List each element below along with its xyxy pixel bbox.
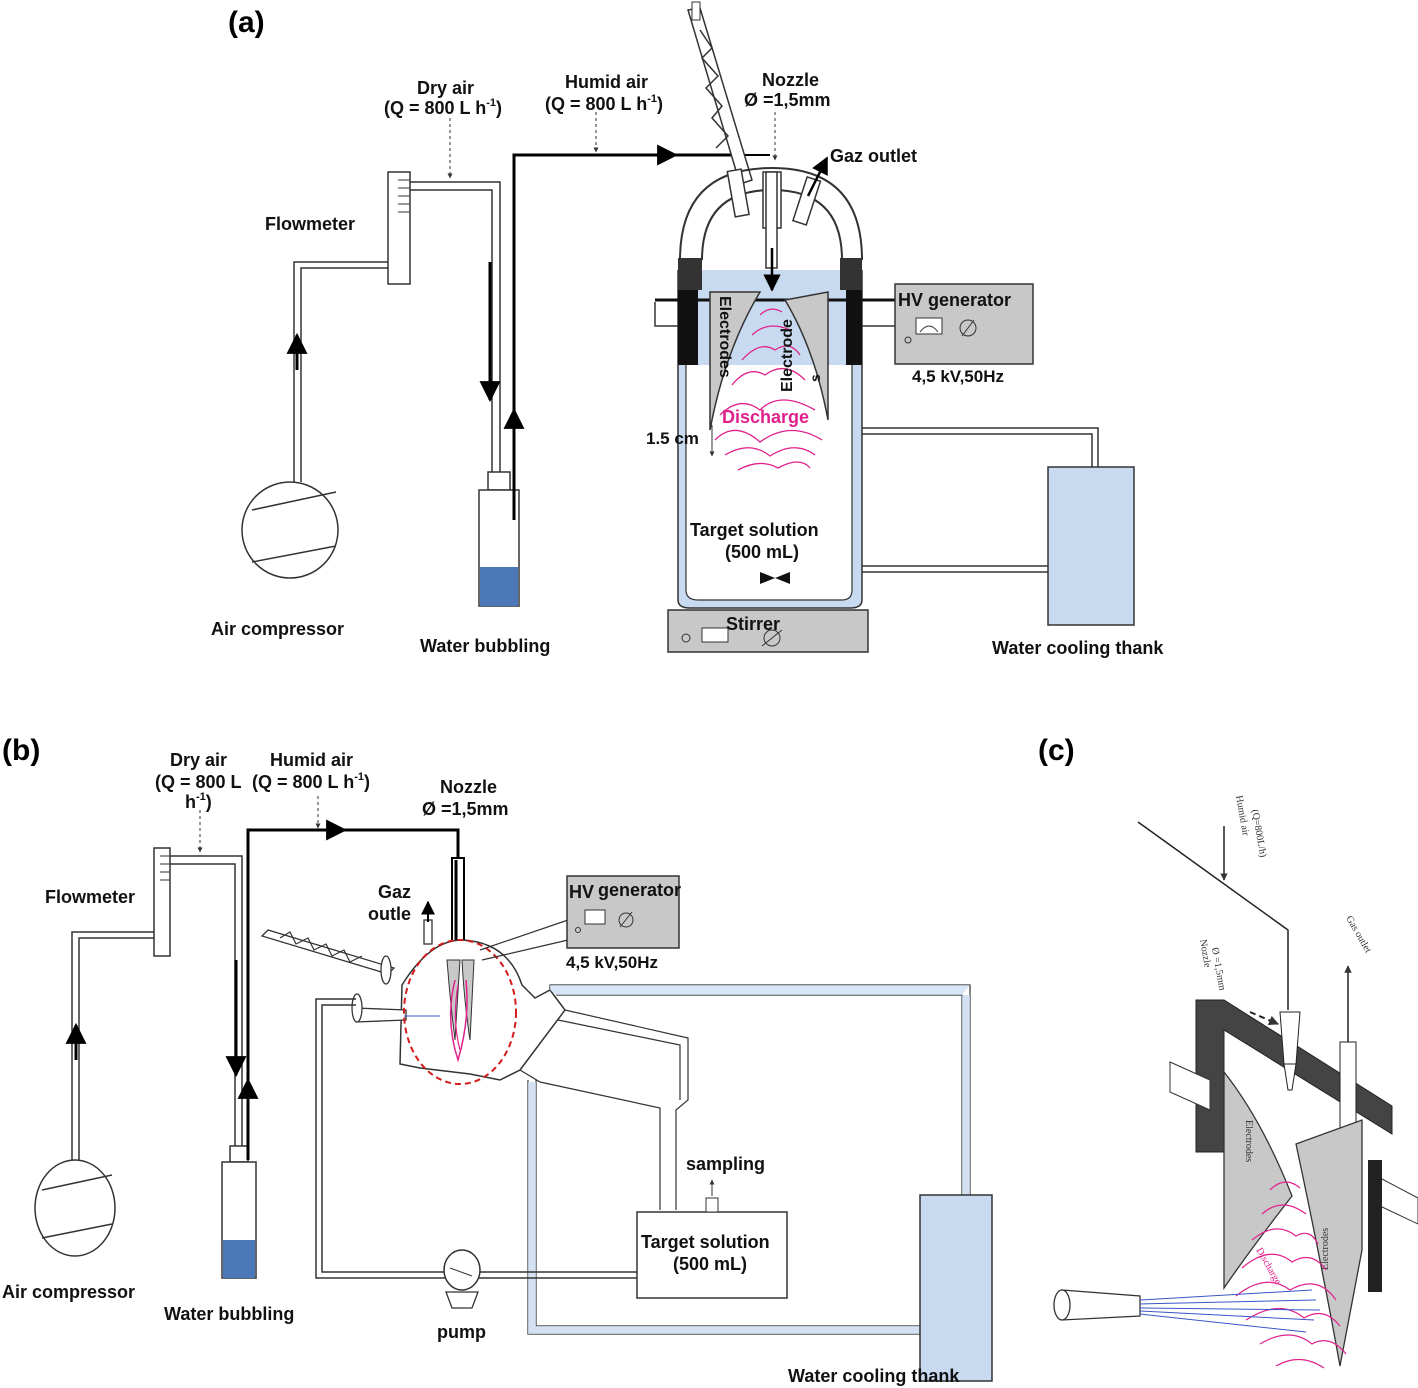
- hv-spec-label: 4,5 kV,50Hz: [912, 367, 1004, 386]
- panel-a-label: (a): [228, 6, 265, 39]
- electrodes-right-label: Electrode: [779, 319, 796, 392]
- electrode-left-c: [1223, 1070, 1293, 1291]
- water-bubbling-label: Water bubbling: [420, 636, 550, 656]
- air-compressor-icon-b: [34, 1159, 116, 1257]
- humid-air-flow-label: (Q = 800 L h-1): [545, 93, 663, 114]
- hv-label-b: HV: [569, 882, 594, 902]
- nozzle-label: Nozzle: [762, 70, 819, 90]
- dry-air-label: Dry air: [417, 78, 474, 98]
- side-nozzle-c: [1053, 1289, 1071, 1321]
- reactor-vessel: [654, 156, 895, 609]
- pump-icon: [443, 1249, 481, 1309]
- sampling-port: [705, 1197, 719, 1213]
- dry-air-flow-label-b2: h-1): [185, 791, 212, 812]
- nozzle-diameter-label-b: Ø =1,5mm: [422, 799, 509, 819]
- target-solution-box: [636, 1211, 788, 1299]
- hv-generator-box: [894, 283, 1034, 365]
- nozzle-label-b: Nozzle: [440, 777, 497, 797]
- panel-a: (a): [211, 1, 1164, 658]
- water-bubbling-label-b: Water bubbling: [164, 1304, 294, 1324]
- nozzle-label-c: Nozzle: [1197, 939, 1213, 969]
- sampling-label: sampling: [686, 1154, 765, 1174]
- panel-c: (c) Humid air (Q=800L/h) Nozzle Ø =1,5mm…: [1038, 734, 1418, 1369]
- flowmeter-icon: [387, 171, 411, 285]
- air-compressor-label-b: Air compressor: [2, 1282, 135, 1302]
- volume-label: (500 mL): [725, 542, 799, 562]
- gas-outlet-label-c: Gas outlet: [1343, 914, 1373, 955]
- hv-generator-label: HV generator: [898, 290, 1011, 310]
- dry-air-label-b: Dry air: [170, 750, 227, 770]
- electrode-left: [709, 291, 762, 431]
- discharge-filaments-c: [1235, 1181, 1347, 1369]
- panel-b-label: (b): [2, 734, 40, 767]
- hv-generator-box-b: [566, 875, 680, 949]
- humid-air-label: Humid air: [565, 72, 648, 92]
- electrode-right: [783, 291, 829, 421]
- generator-label-b: generator: [598, 880, 681, 900]
- water-cooling-label-b: Water cooling thank: [788, 1366, 960, 1386]
- condenser-tube: [687, 1, 753, 185]
- water-cooling-label: Water cooling thank: [992, 638, 1164, 658]
- reactor-vessel-b: [260, 900, 566, 1085]
- gaz-label-b: Gaz: [378, 882, 411, 902]
- outlet-label-b: outle: [368, 904, 411, 924]
- nozzle-diameter-label-c: Ø =1,5mm: [1209, 947, 1227, 992]
- flowmeter-label: Flowmeter: [265, 214, 355, 234]
- humid-air-label-c: Humid air: [1233, 795, 1251, 838]
- electrodes-right-label-c: Electrodes: [1320, 1228, 1331, 1270]
- target-solution-label-b: Target solution: [641, 1232, 770, 1252]
- zoom-circle: [403, 939, 517, 1085]
- air-compressor-label: Air compressor: [211, 619, 344, 639]
- volume-label-b: (500 mL): [673, 1254, 747, 1274]
- discharge-label-c: Discharge: [1253, 1246, 1283, 1287]
- stirrer-device: [667, 609, 869, 653]
- discharge-label: Discharge: [722, 407, 809, 427]
- flowmeter-icon-b: [153, 847, 171, 957]
- pump-label: pump: [437, 1322, 486, 1342]
- panel-c-label: (c): [1038, 734, 1075, 767]
- stirrer-label: Stirrer: [726, 614, 780, 634]
- water-cooling-tank: [1047, 466, 1135, 626]
- humid-air-flow-label-b: (Q = 800 L h-1): [252, 771, 370, 792]
- electrodes-right-label-s: s: [807, 374, 823, 382]
- humid-air-flow-label-c: (Q=800L/h): [1249, 809, 1268, 859]
- air-compressor-icon: [241, 481, 339, 579]
- gaz-outlet-label: Gaz outlet: [830, 146, 917, 166]
- dry-air-flow-label: (Q = 800 L h-1): [384, 97, 502, 118]
- electrode-right-c: [1295, 1119, 1363, 1367]
- water-bubbling-bottle-b: [221, 1145, 257, 1279]
- electrodes-left-label: Electrodes: [716, 296, 733, 378]
- target-solution-label: Target solution: [690, 520, 819, 540]
- humid-air-label-b: Humid air: [270, 750, 353, 770]
- gap-label: 1.5 cm: [646, 429, 699, 448]
- nozzle-diameter-label: Ø =1,5mm: [744, 90, 831, 110]
- flowmeter-label-b: Flowmeter: [45, 887, 135, 907]
- hv-spec-label-b: 4,5 kV,50Hz: [566, 953, 658, 972]
- liquid-jets-c: [1139, 1289, 1321, 1333]
- dry-air-flow-label-b1: (Q = 800 L: [155, 772, 242, 792]
- water-bubbling-bottle: [478, 471, 520, 607]
- discharge-filaments: [714, 308, 823, 471]
- panel-b: (b): [2, 734, 993, 1386]
- electrodes-left-label-c: Electrodes: [1243, 1120, 1254, 1162]
- water-cooling-tank-b: [919, 1194, 993, 1382]
